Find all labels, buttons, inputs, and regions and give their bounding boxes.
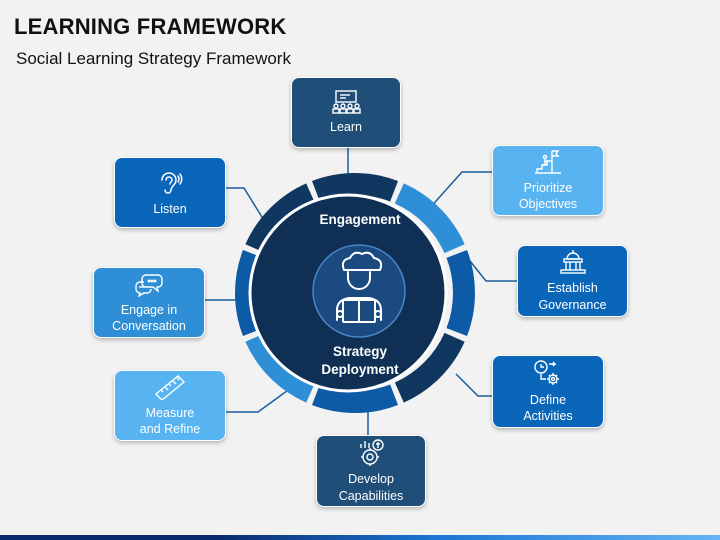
ring-segment (394, 332, 465, 403)
growth-gear-icon (360, 439, 384, 467)
node-develop-capabilities[interactable]: Develop Capabilities (316, 435, 426, 507)
node-learn[interactable]: Learn (291, 77, 401, 148)
node-establish-governance-label: Establish Governance (538, 281, 607, 312)
page-title: LEARNING FRAMEWORK (14, 14, 287, 39)
node-define-activities[interactable]: Define Activities (492, 355, 604, 428)
ring-segment (245, 183, 316, 254)
node-establish-governance[interactable]: Establish Governance (517, 245, 628, 317)
ear-icon (161, 172, 183, 194)
connector-activities (455, 373, 492, 397)
node-define-activities-label: Define Activities (523, 392, 573, 423)
node-develop-capabilities-label: Develop Capabilities (338, 472, 404, 503)
node-measure-and-refine-label: Measure and Refine (139, 405, 201, 436)
center-top-label: Engagement (319, 212, 401, 227)
connector-listen (226, 187, 266, 223)
node-engage-in-conversation-label: Engage in Conversation (112, 302, 186, 333)
ring-segment (394, 183, 465, 254)
connector-lines (205, 148, 517, 435)
node-listen-label: Listen (153, 201, 187, 216)
node-prioritize-objectives[interactable]: Prioritize Objectives (492, 145, 604, 216)
footer-accent-bar (0, 535, 720, 540)
classroom-icon (332, 90, 361, 114)
ring-segment (311, 173, 399, 202)
node-measure-and-refine[interactable]: Measure and Refine (114, 370, 226, 441)
clock-gear-icon (534, 360, 559, 385)
inner-icon-circle (312, 244, 406, 338)
connector-governance (465, 255, 517, 282)
ring-segment (245, 332, 316, 403)
node-listen[interactable]: Listen (114, 157, 226, 228)
capitol-building-icon (559, 250, 586, 274)
outer-ring (235, 173, 476, 413)
node-learn-label: Learn (330, 119, 362, 134)
node-engage-in-conversation[interactable]: Engage in Conversation (93, 267, 205, 338)
ring-segment (311, 384, 399, 413)
mountain-flag-icon (535, 150, 561, 174)
node-prioritize-objectives-label: Prioritize Objectives (518, 180, 578, 211)
connector-measure (226, 387, 292, 413)
connector-prioritize (427, 171, 492, 211)
ring-segment (446, 249, 476, 337)
center-bottom-label: Strategy Deployment (321, 344, 399, 378)
teacher-reading-icon (336, 251, 383, 323)
ruler-icon (154, 374, 186, 400)
chat-bubbles-icon (135, 274, 163, 297)
page-subtitle: Social Learning Strategy Framework (16, 49, 291, 68)
